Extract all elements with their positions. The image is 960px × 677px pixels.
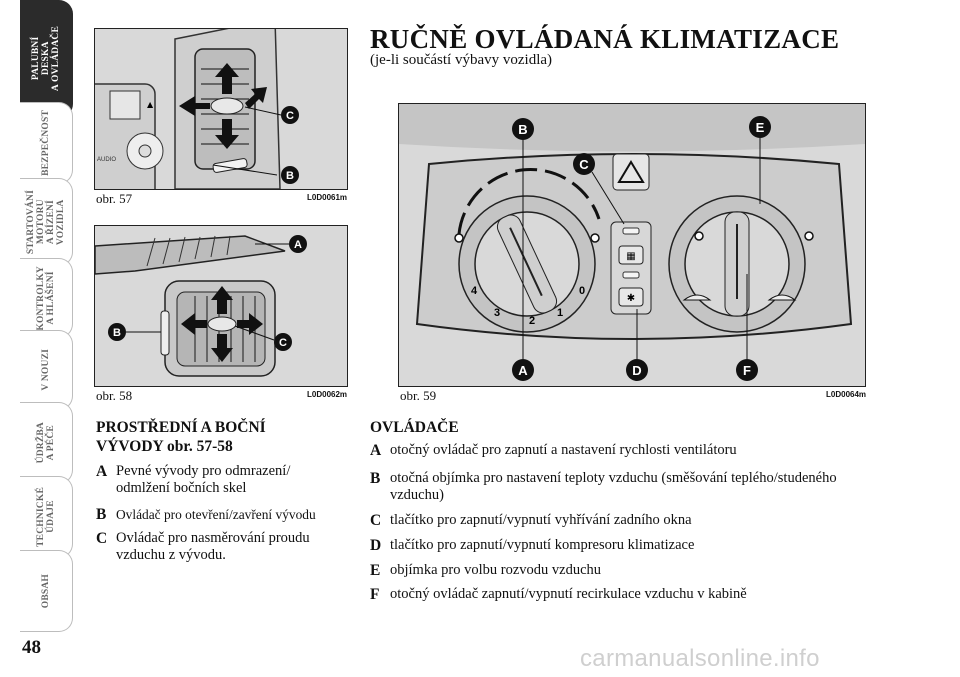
tab-label: BEZPEČNOST [41,110,51,176]
callout-b: B [518,122,527,137]
control-item-a: A otočný ovládač pro zapnutí a nastavení… [370,442,930,460]
item-letter: A [370,442,382,459]
callout-c-marker [281,106,299,124]
callout-b-marker [281,166,299,184]
figure-57-illustration: ▲ AUDIO C B [95,29,299,189]
tab-palubni-deska[interactable]: PALUBNÍ DESKA A OVLÁDAČE [20,0,73,118]
svg-text:▲: ▲ [147,100,154,109]
list-item-a: A Pevné vývody pro odmrazení/ odmlžení b… [96,463,356,499]
callout-b: B [113,327,121,339]
item-letter: B [370,470,381,487]
tab-label: KONTROLKY A HLÁŠENÍ [36,265,56,331]
item-text: objímka pro volbu rozvodu vzduchu [390,562,602,578]
ovladace-heading: OVLÁDAČE [370,419,459,436]
page-subtitle: (je-li součástí výbavy vozidla) [370,52,553,68]
callout-c: C [286,110,294,122]
item-text: otočná objímka pro nastavení teploty vzd… [390,470,837,486]
tab-kontrolky[interactable]: KONTROLKY A HLÁŠENÍ [20,258,73,338]
chapter-sidebar: PALUBNÍ DESKA A OVLÁDAČE BEZPEČNOST STAR… [0,0,74,632]
item-letter: F [370,586,380,603]
control-item-f: F otočný ovládač zapnutí/vypnutí recirku… [370,586,930,604]
callout-a: A [518,363,528,378]
callout-e: E [756,120,765,135]
list-item-b: B Ovládač pro otevření/zavření vývodu [96,506,356,524]
tab-bezpecnost[interactable]: BEZPEČNOST [20,102,73,184]
figure-58: A B C [94,225,348,387]
control-item-b: B otočná objímka pro nastavení teploty v… [370,470,930,506]
item-text: Ovládač pro nasměrování proudu [116,530,310,546]
control-item-d: D tlačítko pro zapnutí/vypnutí kompresor… [370,537,930,555]
figure-59-code: L0D0064m [826,390,867,399]
callout-c: C [579,157,589,172]
tab-label: OBSAH [41,573,51,609]
tab-startovani[interactable]: STARTOVÁNÍ MOTORU A ŘÍZENÍ VOZIDLA [20,178,73,266]
watermark: carmanualsonline.info [580,645,820,672]
item-text: vzduchu z vývodu. [116,547,226,563]
item-letter: B [96,506,107,523]
tab-udrzba[interactable]: ÚDRŽBA A PÉČE [20,402,73,484]
section-heading-line1: PROSTŘEDNÍ A BOČNÍ [96,419,266,436]
svg-text:✱: ✱ [627,293,635,304]
item-letter: C [96,530,108,547]
item-text: Ovládač pro otevření/zavření vývodu [116,507,316,522]
figure-58-caption: obr. 58 [96,388,133,403]
fan-speed-1: 1 [557,307,563,319]
figure-58-code: L0D0062m [307,390,348,399]
item-text: Pevné vývody pro odmrazení/ [116,463,291,479]
figure-59-illustration: ▦ ✱ 4 3 2 1 0 B E C A D [399,104,865,381]
tab-v-nouzi[interactable]: V NOUZI [20,330,73,410]
item-text: odmlžení bočních skel [116,480,247,496]
tab-obsah[interactable]: OBSAH [20,550,73,632]
audio-label: AUDIO [97,157,116,163]
control-item-c: C tlačítko pro zapnutí/vypnutí vyhřívání… [370,512,930,530]
fan-speed-4: 4 [471,285,478,297]
item-text: otočný ovládač pro zapnutí a nastavení r… [390,442,737,458]
figure-58-illustration: A B C [95,235,307,377]
callout-c: C [279,337,287,349]
item-letter: A [96,463,108,480]
tab-label: STARTOVÁNÍ MOTORU A ŘÍZENÍ VOZIDLA [26,189,66,255]
callout-b: B [286,170,294,182]
figure-57: ▲ AUDIO C B [94,28,348,190]
list-item-c: C Ovládač pro nasměrování proudu vzduchu… [96,530,356,566]
callout-f: F [743,363,751,378]
callout-a: A [294,239,302,251]
figure-57-code: L0D0061m [307,193,348,202]
page-number: 48 [22,637,41,658]
section-heading-line2: VÝVODY obr. 57-58 [96,438,233,455]
fan-speed-0: 0 [579,285,585,297]
item-letter: D [370,537,382,554]
item-text: vzduchu) [390,487,444,503]
fan-speed-2: 2 [529,315,535,327]
fan-speed-3: 3 [494,307,500,319]
page-title: RUČNĚ OVLÁDANÁ KLIMATIZACE [370,24,840,54]
item-letter: E [370,562,381,579]
item-letter: C [370,512,382,529]
figure-59: ▦ ✱ 4 3 2 1 0 B E C A D [398,103,866,387]
tab-label: PALUBNÍ DESKA A OVLÁDAČE [31,26,61,92]
figure-57-caption: obr. 57 [96,191,133,206]
item-text: otočný ovládač zapnutí/vypnutí recirkula… [390,586,747,602]
tab-label: TECHNICKÉ ÚDAJE [36,487,56,547]
tab-technicke-udaje[interactable]: TECHNICKÉ ÚDAJE [20,476,73,558]
tab-label: ÚDRŽBA A PÉČE [36,422,56,464]
control-item-e: E objímka pro volbu rozvodu vzduchu [370,562,930,580]
item-text: tlačítko pro zapnutí/vypnutí vyhřívání z… [390,512,692,528]
tab-label: V NOUZI [41,349,51,391]
figure-59-caption: obr. 59 [400,388,437,403]
callout-d: D [632,363,641,378]
svg-text:▦: ▦ [626,251,635,262]
item-text: tlačítko pro zapnutí/vypnutí kompresoru … [390,537,695,553]
